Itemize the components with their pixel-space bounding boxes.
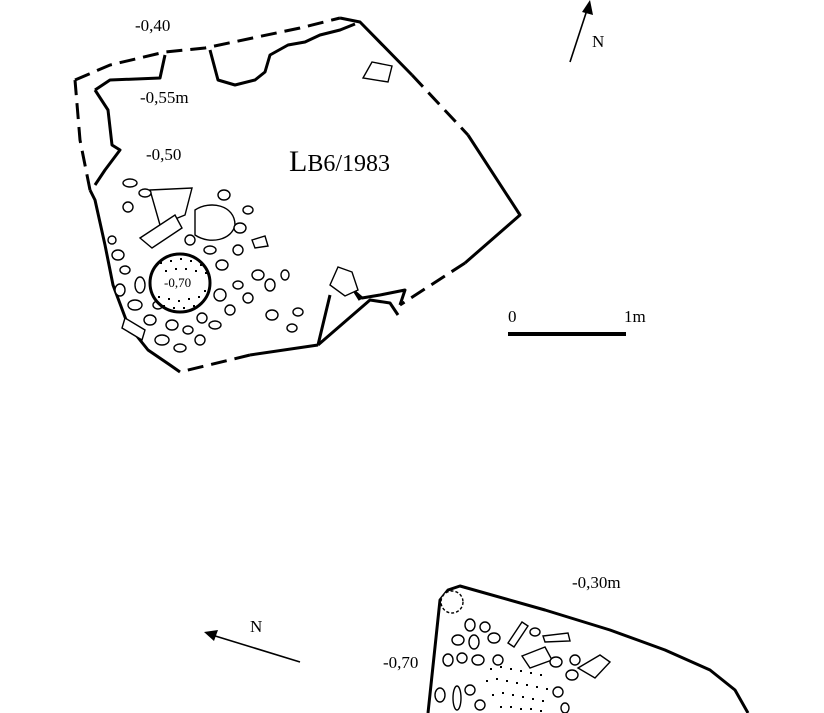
arrow-head-icon	[582, 0, 593, 15]
level-left-mid: -0,50	[146, 145, 181, 164]
plan-title-rest: B6/1983	[307, 151, 390, 177]
upper-plan-south-edge	[317, 291, 400, 347]
upper-plan: -0,40 -0,55m -0,50 -0,70 LB6/1983 N 0 1m	[73, 0, 646, 374]
north-label-upper: N	[592, 32, 604, 51]
north-arrow-lower: N	[204, 617, 301, 663]
lower-stippling	[486, 666, 548, 712]
upper-plan-wall-dashed	[73, 16, 470, 374]
north-label-lower: N	[250, 617, 262, 636]
level-pit: -0,70	[164, 275, 191, 290]
scale-end: 1m	[624, 307, 646, 326]
paving-stones	[107, 178, 304, 353]
scale-bar: 0 1m	[508, 307, 646, 336]
stone-block	[329, 266, 359, 297]
pit-stippling	[158, 258, 207, 309]
lower-plan-wall	[426, 584, 750, 713]
level-lower-top: -0,30m	[572, 573, 621, 592]
arrow-head-icon	[204, 630, 218, 641]
plan-title-initial: L	[289, 145, 307, 178]
north-arrow-upper: N	[569, 0, 604, 63]
plan-title: LB6/1983	[289, 145, 390, 178]
level-left-upper: -0,55m	[140, 88, 189, 107]
lower-paving-stones	[434, 618, 612, 713]
pit	[148, 252, 212, 314]
stone-block	[361, 61, 393, 83]
lower-plan: -0,30m -0,70 N	[204, 573, 750, 713]
upper-plan-inner-edge	[93, 22, 356, 186]
level-lower-left: -0,70	[383, 653, 418, 672]
scale-start: 0	[508, 307, 517, 326]
level-top: -0,40	[135, 16, 170, 35]
upper-plan-wall-solid	[88, 16, 522, 374]
post-hole	[440, 590, 464, 614]
